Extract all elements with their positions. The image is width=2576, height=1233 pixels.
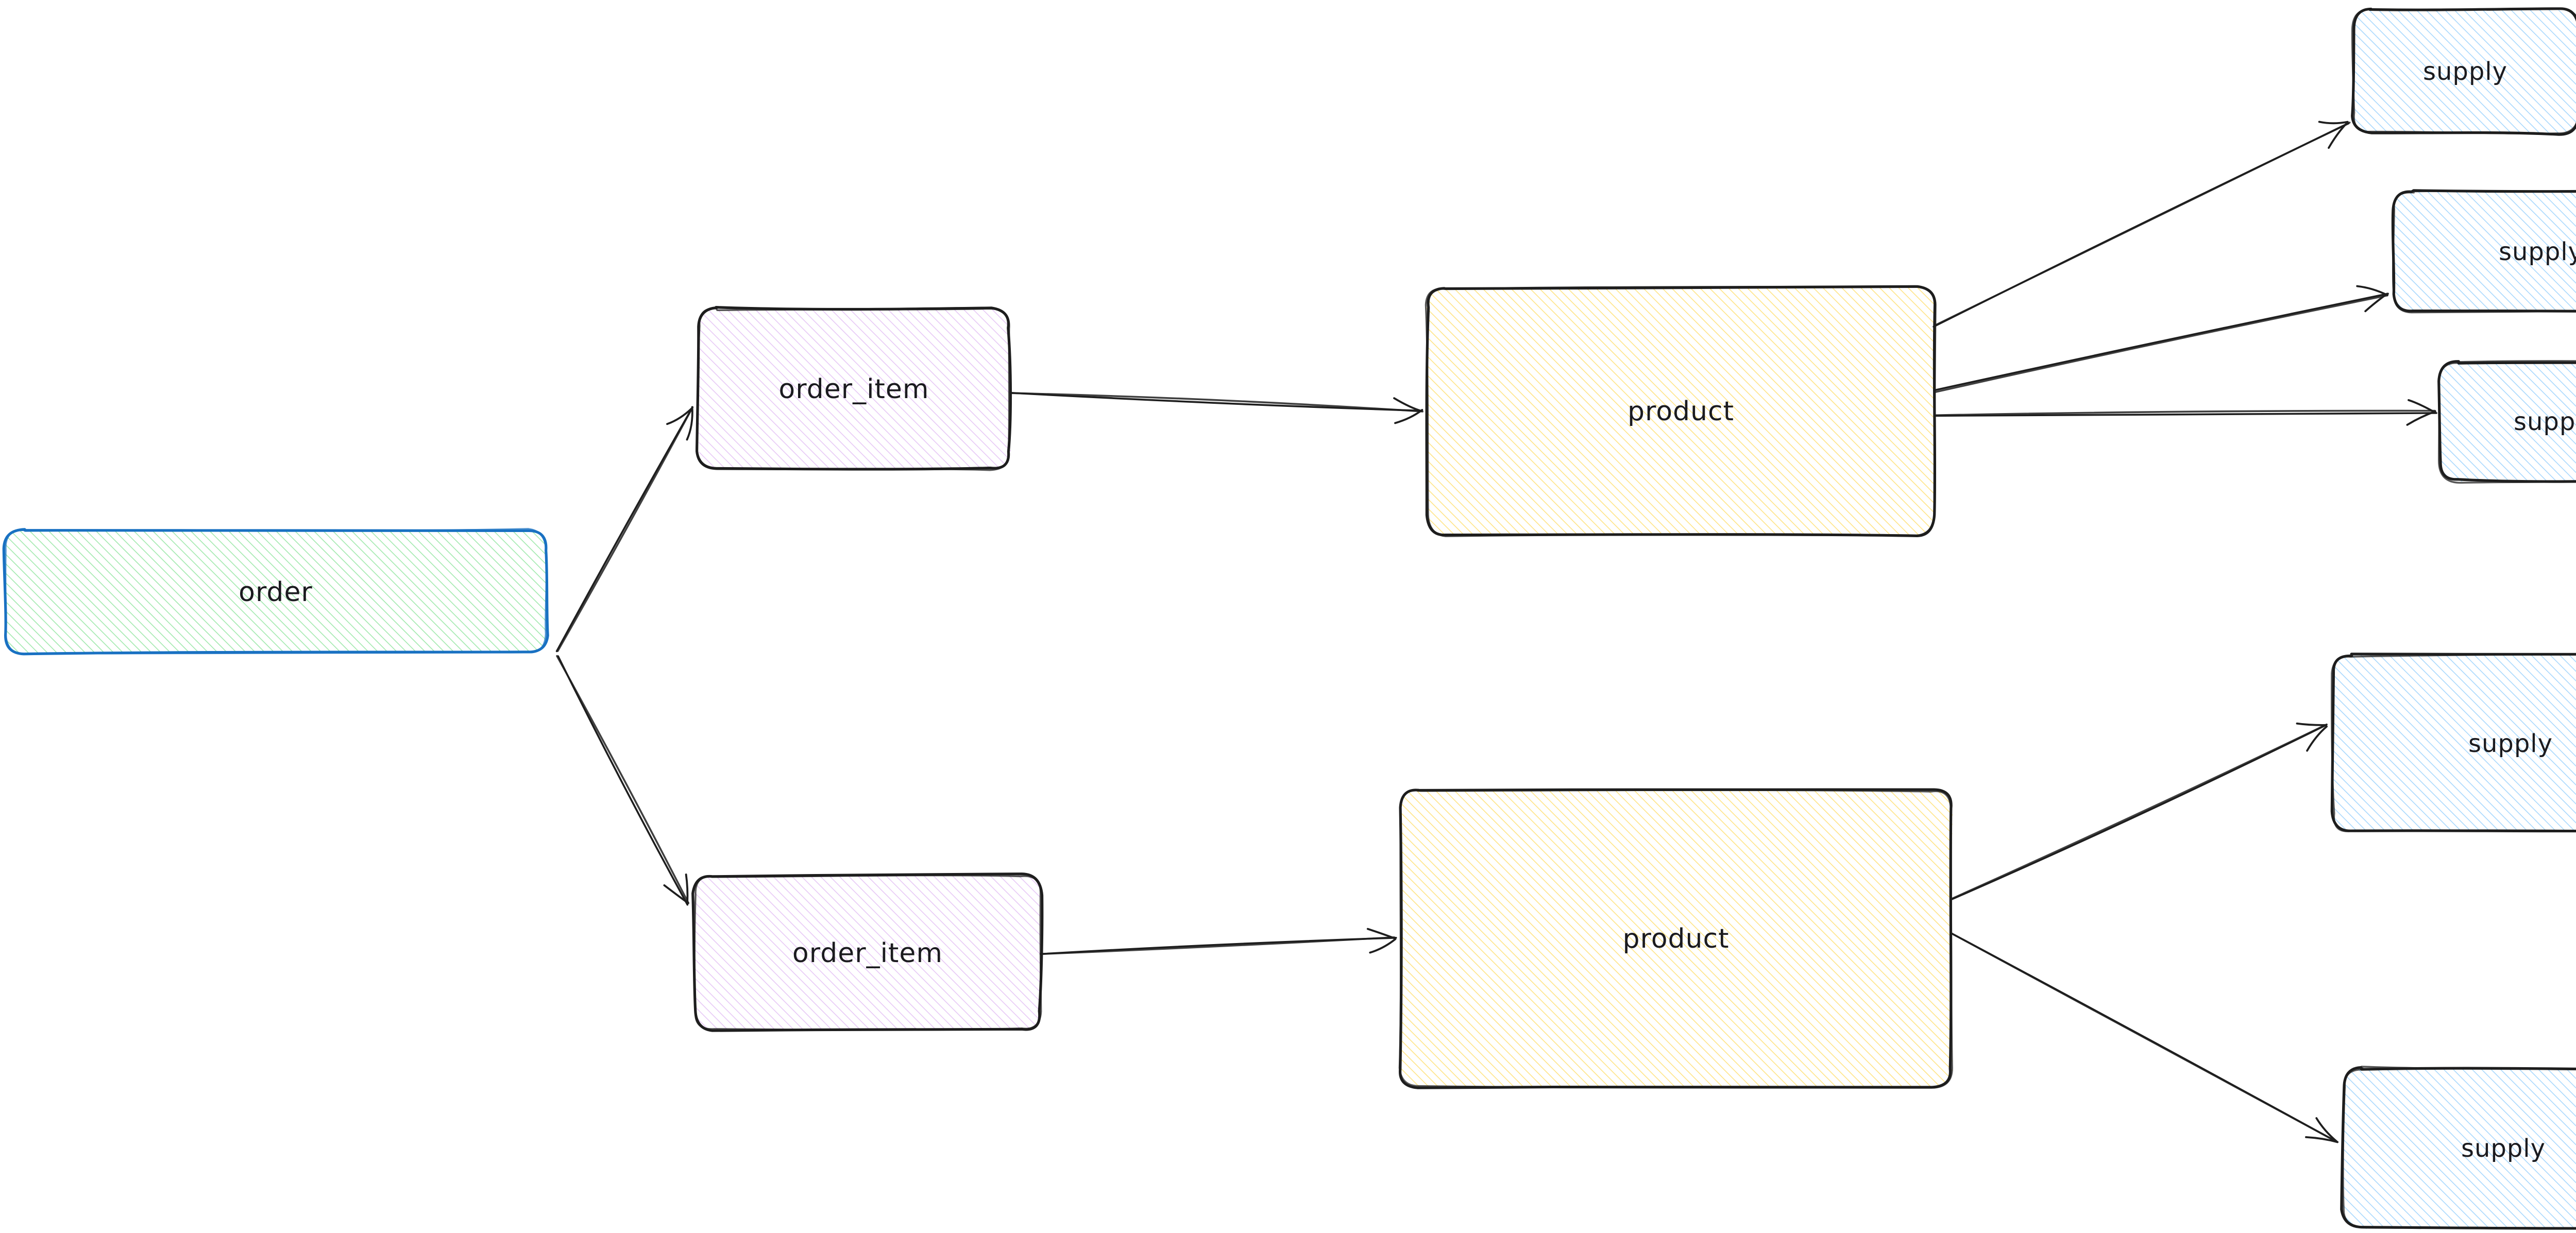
node-outline [2342, 1066, 2576, 1229]
edge-line [1933, 122, 2351, 327]
edge-line [1933, 409, 2436, 417]
arrowhead-barb [2296, 722, 2327, 726]
edge-line [556, 406, 694, 652]
arrowhead-barb [2305, 1136, 2339, 1143]
node-outline [1425, 285, 1937, 537]
arrowhead-barb [2408, 399, 2436, 414]
node-label-product_1: product [1628, 396, 1734, 427]
node-label-supply_1: supply [2423, 57, 2507, 86]
node-label-supply_4: supply [2468, 729, 2553, 758]
edge-order_item_2-to-product_2[interactable] [1039, 928, 1397, 955]
edge-product_1-to-supply_2[interactable] [1935, 285, 2389, 393]
node-fill [2439, 361, 2576, 482]
node-order_item_1[interactable]: order_item [696, 306, 1012, 471]
arrowhead-barb [2356, 285, 2388, 296]
node-outline [2437, 360, 2576, 484]
node-product_2[interactable]: product [1398, 788, 1953, 1089]
arrowhead-barb [686, 406, 693, 441]
arrowhead-barb [1394, 408, 1423, 424]
edge-layer [555, 121, 2437, 1143]
node-supply_4[interactable]: supply [2330, 653, 2576, 833]
node-outline [1398, 789, 1953, 1089]
node-outline [2351, 8, 2576, 135]
node-fill [2331, 654, 2576, 832]
arrowhead-barb [663, 884, 689, 904]
node-outline [696, 307, 1010, 471]
node-outline [2340, 1066, 2576, 1230]
arrowhead-barb [1366, 928, 1396, 939]
node-fill [698, 309, 1011, 470]
node-fill [2351, 8, 2576, 133]
edge-line [1935, 293, 2389, 391]
node-outline [4, 528, 548, 655]
node-label-order: order [239, 577, 313, 608]
edge-line [1950, 932, 2338, 1143]
node-supply_3[interactable]: supply [2437, 360, 2576, 484]
node-layer: orderorder_itemorder_itemproductproducts… [2, 7, 2576, 1230]
node-label-supply_5: supply [2461, 1134, 2546, 1163]
node-fill [1401, 790, 1953, 1087]
node-outline [2392, 190, 2576, 314]
edge-order-to-order_item_2[interactable] [556, 655, 690, 906]
node-order_item_2[interactable]: order_item [691, 872, 1044, 1032]
node-supply_5[interactable]: supply [2340, 1066, 2576, 1230]
node-product_1[interactable]: product [1425, 285, 1937, 537]
edge-line [1009, 391, 1422, 412]
node-outline [2331, 654, 2576, 832]
edge-product_2-to-supply_5[interactable] [1950, 932, 2339, 1143]
edge-product_2-to-supply_4[interactable] [1950, 722, 2328, 901]
arrowhead-barb [1393, 397, 1423, 412]
edge-line [555, 407, 693, 653]
arrowhead-barb [1369, 938, 1397, 954]
edge-line [556, 655, 690, 904]
node-label-order_item_1: order_item [778, 374, 929, 405]
node-fill [694, 875, 1042, 1030]
node-supply_2[interactable]: supply [2391, 189, 2576, 314]
arrowhead-barb [2364, 293, 2388, 313]
arrowhead-barb [2315, 1117, 2338, 1143]
node-fill [2342, 1067, 2576, 1229]
node-label-supply_3: supply [2514, 407, 2576, 436]
node-order[interactable]: order [2, 528, 549, 656]
edge-line [1951, 723, 2328, 900]
arrowhead-barb [2306, 725, 2328, 752]
edge-line [1935, 294, 2388, 393]
edge-line [1039, 936, 1395, 955]
arrowhead-barb [2406, 410, 2436, 426]
arrowhead-barb [2318, 121, 2349, 125]
node-supply_1[interactable]: supply [2351, 7, 2576, 136]
node-fill [5, 530, 548, 654]
arrowhead-barb [666, 407, 693, 425]
node-fill [1426, 287, 1935, 536]
node-outline [693, 874, 1042, 1031]
node-fill [2393, 192, 2576, 312]
node-label-product_2: product [1622, 923, 1729, 954]
edge-line [1009, 392, 1424, 413]
arrowhead-barb [685, 874, 689, 904]
edge-line [1935, 412, 2437, 417]
edge-order-to-order_item_1[interactable] [555, 406, 694, 653]
edge-product_1-to-supply_1[interactable] [1933, 121, 2351, 328]
node-label-order_item_2: order_item [792, 938, 943, 969]
node-label-supply_2: supply [2499, 237, 2576, 266]
edge-product_1-to-supply_3[interactable] [1933, 399, 2437, 426]
arrowhead-barb [2328, 121, 2349, 149]
edge-order_item_1-to-product_1[interactable] [1009, 391, 1424, 424]
